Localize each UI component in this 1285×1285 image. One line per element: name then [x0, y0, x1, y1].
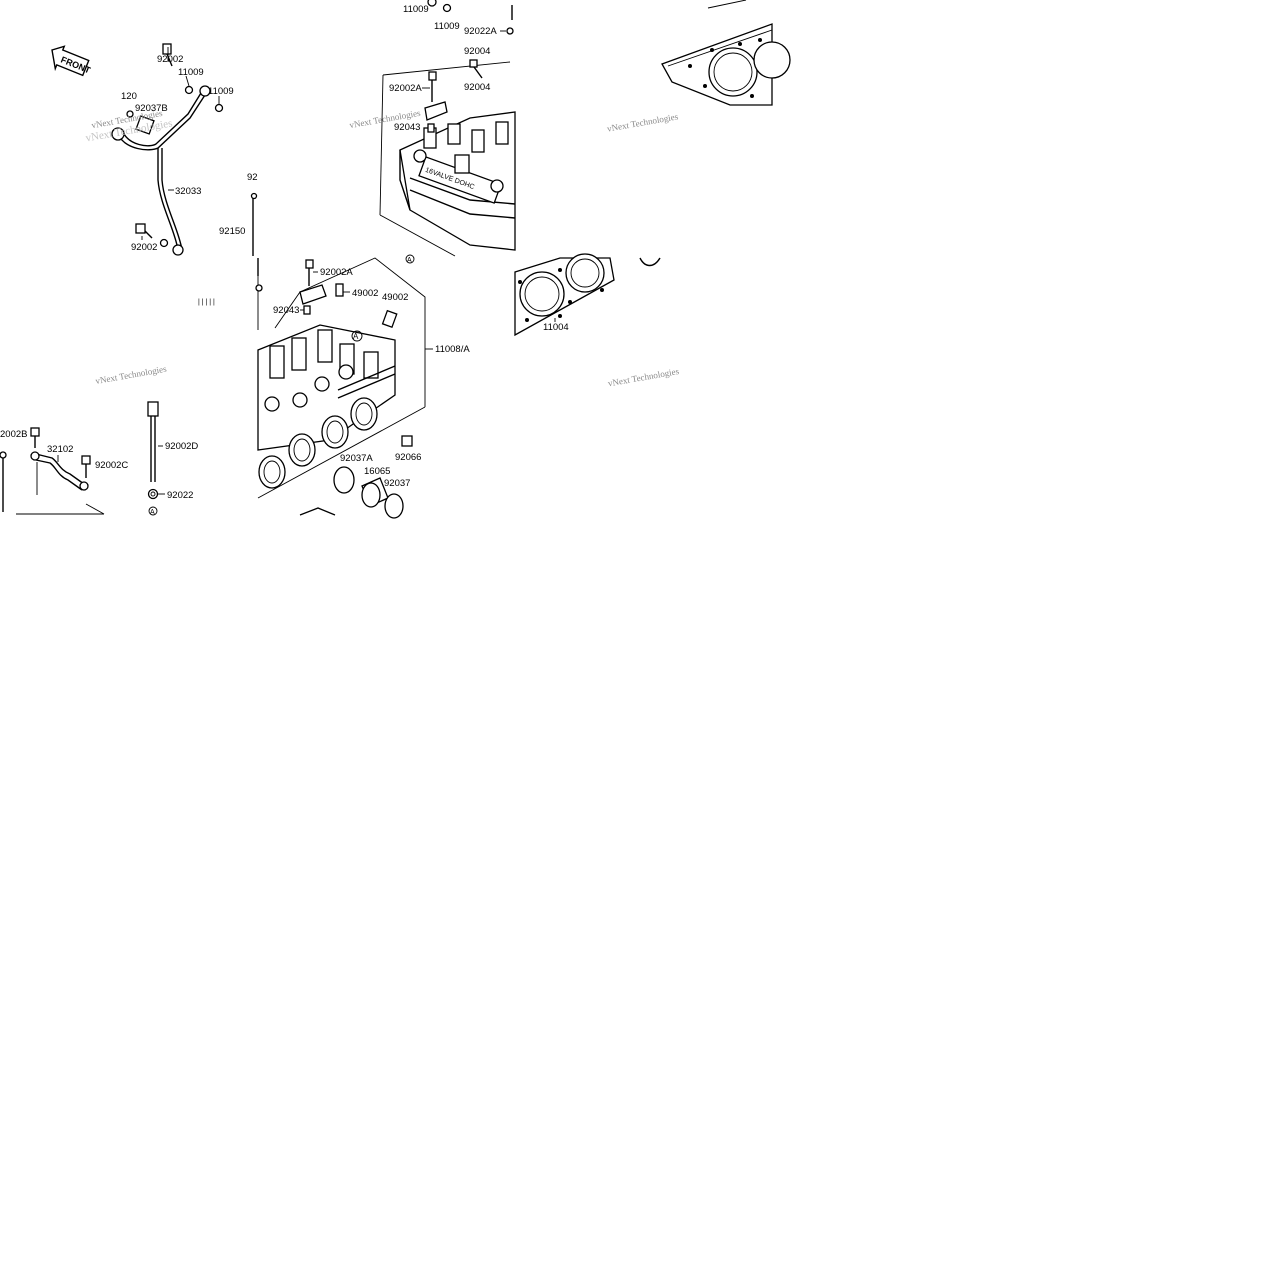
part-label-92022: 92022	[167, 490, 193, 501]
part-label-92002d: 92002D	[165, 441, 198, 452]
reference-ticks: | | | | |	[198, 299, 215, 306]
part-label-92037b: 92037B	[135, 103, 168, 114]
part-label-92004: 92004	[464, 46, 490, 57]
oil-pipe-assembly: FRONT 92002 11009 11009 120 92037B 32033…	[51, 43, 258, 256]
circled-letter-marker: A	[405, 254, 415, 264]
head-gasket-lower: 11004	[514, 253, 661, 337]
part-label-32102: 32102	[47, 444, 73, 455]
part-label-92002: 92002	[131, 242, 157, 253]
watermark-text: vNext Technologies	[95, 364, 168, 386]
part-label-92066: 92066	[395, 452, 421, 463]
cylinder-head-lower: 92002A 49002 49002 92043 11008/A 92066 9…	[198, 257, 470, 519]
part-label-16065: 16065	[364, 466, 390, 477]
head-gasket-upper	[661, 0, 791, 106]
watermark-text: vNext Technologies	[607, 366, 680, 388]
part-label-92043: 92043	[394, 122, 420, 133]
intake-ports	[258, 397, 378, 489]
part-label-92002a: 92002A	[389, 83, 422, 94]
part-label-2002b: 2002B	[0, 429, 27, 440]
part-label-11008a: 11008/A	[435, 344, 470, 355]
marker-a: A	[353, 332, 359, 341]
part-label-92002c: 92002C	[95, 460, 128, 471]
marker-a: A	[407, 257, 412, 264]
part-label-11009: 11009	[434, 21, 460, 32]
part-label-92-cut: 92	[247, 172, 258, 183]
part-label-92002: 92002	[157, 54, 183, 65]
marker-a: A	[150, 509, 155, 516]
part-label-92004: 92004	[464, 82, 490, 93]
circled-letter-marker: A	[148, 506, 158, 516]
small-oil-pipe: 2002B 32102 92002C 92002D 92022 A	[0, 401, 198, 516]
circled-letter-marker: A	[351, 330, 363, 342]
part-label-92002a: 92002A	[320, 267, 353, 278]
part-label-11004: 11004	[543, 322, 569, 333]
part-label-92022a: 92022A	[464, 26, 497, 37]
part-label-49002: 49002	[382, 292, 408, 303]
part-label-92037: 92037	[384, 478, 410, 489]
part-label-92043: 92043	[273, 305, 299, 316]
part-label-49002: 49002	[352, 288, 378, 299]
part-label-92150: 92150	[219, 226, 245, 237]
cylinder-head-upper: 16VALVE DOHC 11009 11009 92022A 92004 92…	[379, 0, 516, 264]
part-label-11009: 11009	[403, 4, 429, 15]
part-label-92037a: 92037A	[340, 453, 373, 464]
part-label-32033: 32033	[175, 186, 201, 197]
front-arrow-icon: FRONT	[51, 45, 92, 77]
watermark-text: vNext Technologies	[606, 111, 679, 133]
part-label-120: 120	[121, 91, 137, 102]
part-label-11009: 11009	[208, 86, 234, 97]
part-label-11009: 11009	[178, 67, 204, 78]
